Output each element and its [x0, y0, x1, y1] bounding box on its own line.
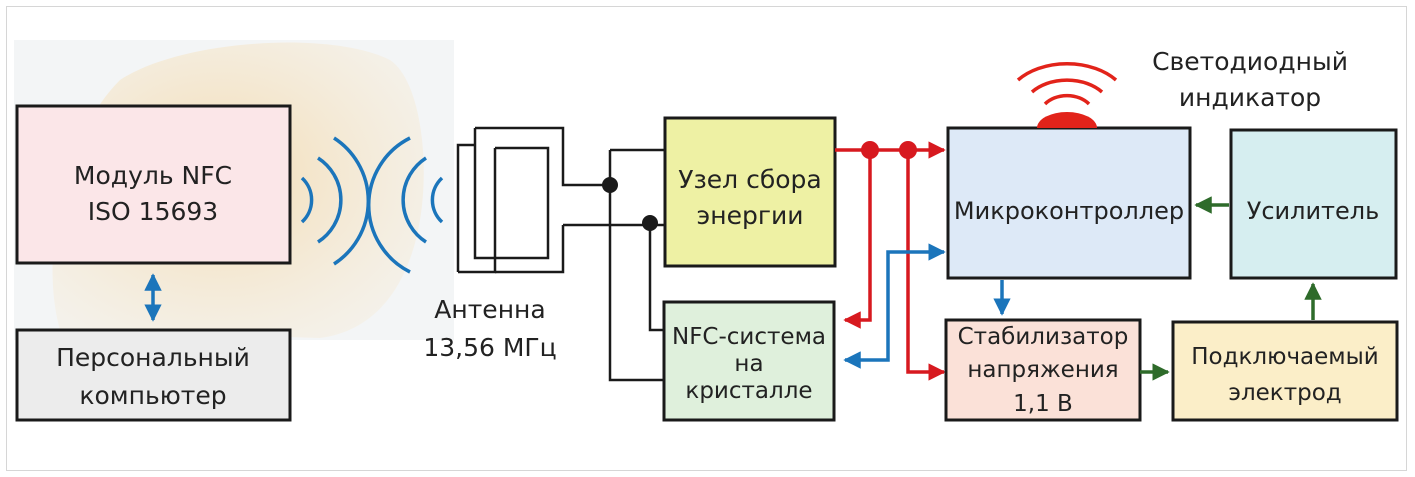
regulator-line3: 1,1 В: [1013, 391, 1073, 417]
nfc-soc-line3: кристалле: [685, 378, 812, 404]
amplifier-label: Усилитель: [1247, 197, 1380, 225]
led-label-line2: индикатор: [1179, 83, 1321, 112]
wave-right-1: [430, 176, 444, 224]
energy-harvester-block: Узел сбора энергии: [663, 116, 837, 268]
wave-left-2: [317, 156, 343, 244]
nfc-module-line1: Модуль NFC: [74, 161, 232, 190]
nfc-module-line2: ISO 15693: [88, 197, 218, 226]
antenna-line2: 13,56 МГц: [423, 333, 556, 362]
antenna-line1: Антенна: [434, 295, 545, 324]
power-to-soc-arrow: [843, 150, 872, 329]
electrode-line2: электрод: [1228, 380, 1341, 406]
nfc-module-block: Модуль NFC ISO 15693: [15, 104, 292, 265]
wave-right-3: [367, 136, 411, 274]
harvester-line2: энергии: [697, 201, 804, 230]
junction-dot-upper: [602, 177, 618, 193]
pc-line1: Персональный: [56, 343, 250, 372]
power-junction-1: [861, 141, 879, 159]
electrode-line1: Подключаемый: [1191, 344, 1379, 370]
nfc-soc-block: NFC-система на кристалле: [662, 300, 836, 422]
harvester-line1: Узел сбора: [678, 165, 821, 194]
power-to-regulator-arrow: [906, 150, 946, 381]
pc-block: Персональный компьютер: [15, 328, 292, 422]
wave-left-1: [300, 176, 314, 224]
led-label-line1: Светодиодный: [1152, 47, 1348, 76]
antenna-coil: [456, 126, 650, 274]
wave-right-2: [401, 156, 427, 244]
electrode-block: Подключаемый электрод: [1171, 320, 1399, 422]
nfc-soc-line2: на: [734, 351, 763, 377]
signal-lines: [1140, 196, 1322, 381]
voltage-regulator-block: Стабилизатор напряжения 1,1 В: [944, 318, 1142, 422]
wireless-waves: [300, 136, 444, 274]
junction-dot-lower: [642, 215, 658, 231]
soc-mcu-data-arrow: [843, 243, 946, 369]
amplifier-block: Усилитель: [1229, 128, 1398, 280]
power-junction-2: [899, 141, 917, 159]
data-lines: [843, 243, 1011, 369]
antenna-wiring: [608, 148, 665, 382]
regulator-line1: Стабилизатор: [958, 324, 1129, 350]
pc-line2: компьютер: [79, 381, 226, 410]
microcontroller-block: Микроконтроллер: [946, 126, 1192, 280]
led-indicator-icon: [1016, 61, 1118, 128]
microcontroller-label: Микроконтроллер: [954, 197, 1184, 225]
nfc-soc-line1: NFC-система: [672, 324, 826, 350]
regulator-line2: напряжения: [967, 357, 1118, 383]
